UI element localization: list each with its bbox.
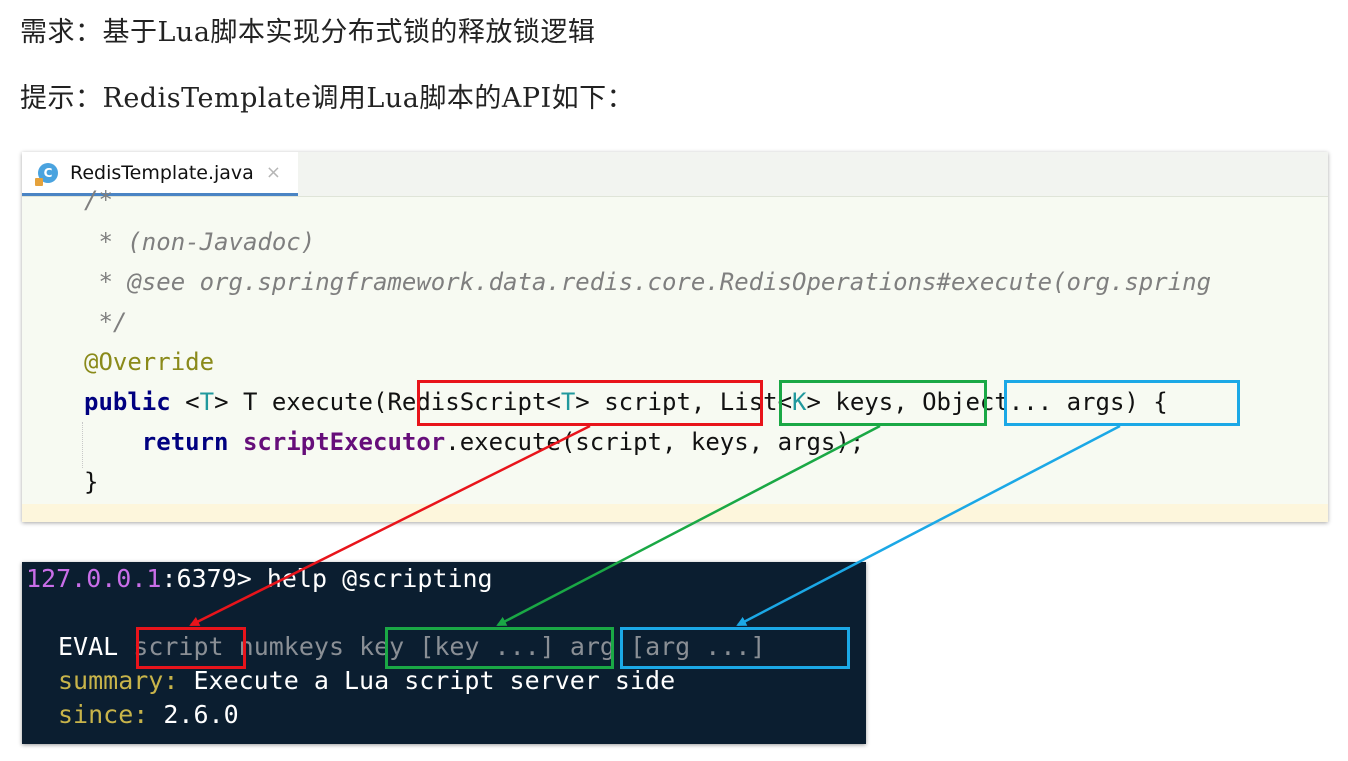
sig-comma: , [893, 388, 923, 416]
indent-guide [82, 422, 83, 468]
editor-tab-bar: C RedisTemplate.java × [22, 152, 1328, 197]
code-close-brace: } [84, 468, 99, 496]
highlight-keys-param [779, 380, 987, 426]
sig-comma: , [690, 388, 720, 416]
highlight-args-param [1004, 380, 1240, 426]
highlight-eval-script [136, 627, 246, 669]
sig-text: < [170, 388, 200, 416]
highlight-eval-keys [385, 627, 614, 669]
param-script-name: > script [575, 388, 691, 416]
tab-label: RedisTemplate.java [70, 161, 254, 184]
arrow-script [189, 424, 591, 627]
terminal-prompt-line: 127.0.0.1:6379> help @scripting [26, 564, 493, 593]
tab-redistemplate-java[interactable]: C RedisTemplate.java × [22, 152, 298, 196]
param-script-type: RedisScript< [387, 388, 561, 416]
redis-cli-terminal: 127.0.0.1:6379> help @scripting EVAL scr… [22, 562, 866, 744]
eval-keyword: EVAL [58, 632, 119, 661]
param-keys-name: > keys [806, 388, 894, 416]
eval-syntax-line: EVAL script numkeys key [key ...] arg [a… [58, 632, 765, 661]
terminal-command: help @scripting [266, 564, 493, 593]
since-label: since: [58, 700, 149, 729]
eval-arg-args: arg [arg ...] [569, 632, 766, 661]
call-rest: .execute(script, keys, args); [445, 428, 865, 456]
eval-arg-script: script [133, 632, 224, 661]
editor-bottom-strip [22, 504, 1328, 522]
param-args: Object... args [922, 388, 1125, 416]
arrow-args [736, 424, 1121, 627]
summary-label: summary: [58, 666, 179, 695]
prompt-port: :6379> [161, 564, 267, 593]
summary-line: summary: Execute a Lua script server sid… [58, 666, 675, 695]
summary-text: Execute a Lua script server side [178, 666, 676, 695]
type-param: K [792, 388, 807, 416]
eval-arg-keys: key [key ...] [359, 632, 555, 661]
type-param: T [560, 388, 576, 416]
code-comment-close: */ [84, 308, 128, 336]
code-comment-open: /* [84, 186, 113, 214]
java-class-icon: C [35, 162, 58, 186]
keyword-public: public [84, 388, 171, 416]
prompt-host: 127.0.0.1 [26, 564, 162, 593]
requirement-text: 需求：基于Lua脚本实现分布式锁的释放锁逻辑 [20, 17, 596, 48]
highlight-script-param [417, 380, 763, 426]
field-script-executor: scriptExecutor [242, 428, 446, 456]
code-method-signature: public <T> T execute(RedisScript<T> scri… [84, 388, 1168, 416]
hint-text: 提示：RedisTemplate调用Lua脚本的API如下： [20, 83, 635, 114]
eval-arg-numkeys: numkeys [238, 632, 345, 661]
highlight-eval-args [620, 627, 850, 669]
code-comment-nonjavadoc: * (non-Javadoc) [84, 228, 316, 256]
code-comment-see: * @see org.springframework.data.redis.co… [84, 268, 1212, 296]
type-param: T [199, 388, 215, 416]
close-icon[interactable]: × [265, 162, 281, 183]
sig-text: > T execute( [214, 388, 388, 416]
arrow-keys [496, 424, 881, 627]
sig-end: ) { [1124, 388, 1168, 416]
keyword-return: return [141, 428, 229, 456]
since-value: 2.6.0 [148, 700, 239, 729]
code-return-line: return scriptExecutor.execute(script, ke… [84, 428, 864, 456]
code-annotation-override: @Override [84, 348, 215, 376]
since-line: since: 2.6.0 [58, 700, 239, 729]
ide-editor-panel: C RedisTemplate.java × /* * (non-Javadoc… [22, 152, 1328, 522]
